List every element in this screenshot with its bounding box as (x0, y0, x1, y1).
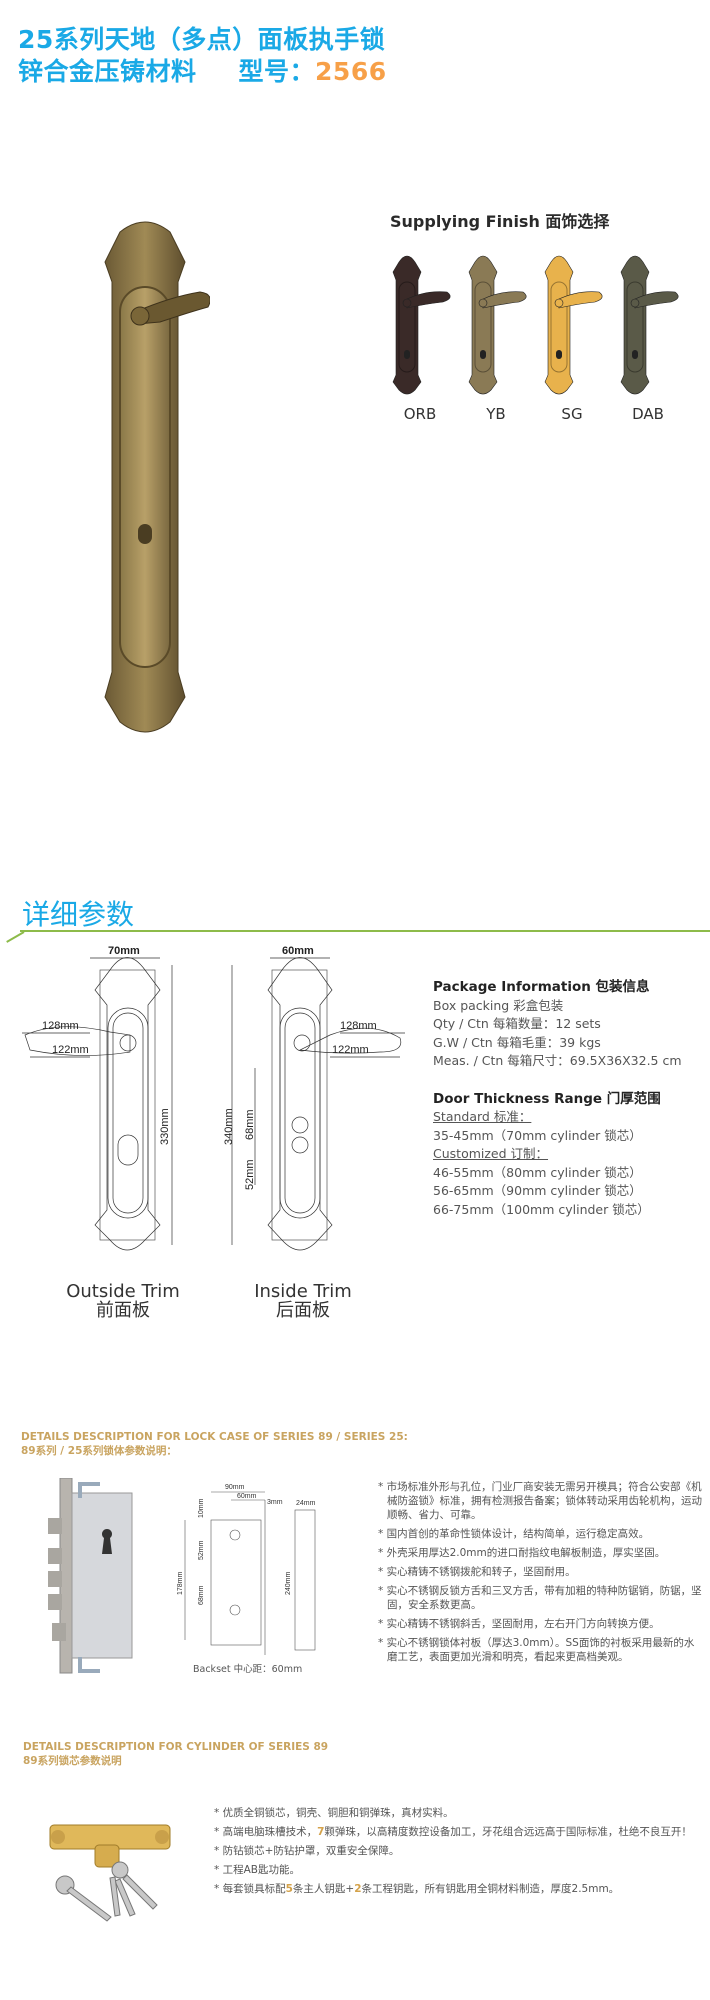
dim-68: 68mm (198, 1585, 205, 1605)
finish-code: SG (561, 405, 583, 423)
feature-item: * 实心不锈钢锁体衬板（厚达3.0mm）。SS面饰的衬板采用最新的水磨工艺，表面… (378, 1637, 695, 1663)
dim-24: 24mm (296, 1500, 316, 1507)
inside-sub1: 68mm (244, 1109, 256, 1140)
model-number: 2566 (315, 57, 387, 86)
dim-240: 240mm (285, 1571, 292, 1595)
door-title: Door Thickness Range 门厚范围 (433, 1090, 661, 1107)
owner-key-count: 5 (285, 1883, 293, 1895)
dim-60: 60mm (237, 1493, 257, 1500)
standard-range: 35-45mm（70mm cylinder 锁芯） (433, 1127, 642, 1143)
main-lock-image (104, 221, 210, 733)
material-label: 锌合金压铸材料 (18, 57, 197, 86)
inside-trim-label: Inside Trim 后面板 (238, 1282, 368, 1320)
lock-case-image (48, 1478, 133, 1674)
finish-code: DAB (632, 405, 664, 423)
cylinder-features: * 优质全铜锁芯，铜壳、铜胆和铜弹珠，真材实料。 * 高端电脑珠槽技术，7颗弹珠… (214, 1806, 704, 1901)
inside-trim-en: Inside Trim (254, 1281, 352, 1302)
feature-text: 颗弹珠，以高精度数控设备加工，牙花组合远远高于国际标准，杜绝不良互开！ (324, 1826, 692, 1838)
outside-lever2: 122mm (52, 1044, 89, 1056)
feature-item: * 实心精铸不锈钢斜舌，坚固耐用，左右开门方向转换方便。 (378, 1618, 660, 1630)
custom-range: 46-55mm（80mm cylinder 锁芯） (433, 1164, 642, 1180)
feature-text: 条主人钥匙+ (292, 1883, 355, 1895)
package-line: Qty / Ctn 每箱数量：12 sets (433, 1016, 601, 1031)
cylinder-heading-en: DETAILS DESCRIPTION FOR CYLINDER OF SERI… (23, 1741, 329, 1753)
dim-52: 52mm (198, 1540, 205, 1560)
dim-90: 90mm (225, 1484, 245, 1491)
lock-case-drawing: 90mm 60mm 3mm 10mm 52mm 68mm 178mm 24mm … (177, 1484, 316, 1655)
package-title: Package Information 包装信息 (433, 979, 650, 995)
feature-item: * 国内首创的革命性锁体设计，结构简单，运行稳定高效。 (378, 1528, 650, 1540)
package-line: Box packing 彩盒包装 (433, 997, 564, 1013)
package-info: Package Information 包装信息 Box packing 彩盒包… (433, 978, 682, 1219)
outside-height: 330mm (159, 1108, 171, 1145)
custom-label: Customized 订制： (433, 1146, 549, 1161)
feature-item: * 每套锁具标配5条主人钥匙+2条工程钥匙，所有钥匙用全铜材料制造，厚度2.5m… (214, 1883, 620, 1895)
lock-case-features: * 市场标准外形与孔位，门业厂商安装无需另开模具；符合公安部《机械防盗锁》标准，… (378, 1480, 703, 1669)
finish-code: YB (486, 405, 506, 423)
finish-lock-icon (468, 255, 527, 395)
cylinder-heading: DETAILS DESCRIPTION FOR CYLINDER OF SERI… (23, 1740, 328, 1768)
finish-option-sg: SG (537, 250, 607, 423)
model-label: 型号： (238, 57, 316, 86)
dim-178: 178mm (177, 1571, 184, 1595)
dim-3: 3mm (267, 1499, 283, 1506)
inside-height: 340mm (223, 1108, 235, 1145)
custom-range: 66-75mm（100mm cylinder 锁芯） (433, 1201, 650, 1217)
cylinder-heading-cn: 89系列锁芯参数说明 (23, 1755, 122, 1767)
package-line: Meas. / Ctn 每箱尺寸：69.5X36X32.5 cm (433, 1053, 682, 1068)
inside-lever2: 122mm (332, 1044, 369, 1056)
feature-text: 高端电脑珠槽技术， (222, 1826, 318, 1838)
inside-lever: 128mm (340, 1020, 377, 1032)
finish-code: ORB (403, 405, 437, 423)
finish-title: Supplying Finish 面饰选择 (390, 212, 610, 231)
dim-10: 10mm (198, 1498, 205, 1518)
trim-drawing: 70mm 128mm 122mm 330mm 60mm 128mm 122mm … (22, 945, 405, 1251)
feature-item: * 高端电脑珠槽技术，7颗弹珠，以高精度数控设备加工，牙花组合远远高于国际标准，… (214, 1826, 692, 1838)
finish-lock-icon (544, 255, 603, 395)
lock-case-heading-en: DETAILS DESCRIPTION FOR LOCK CASE OF SER… (21, 1431, 408, 1443)
divider (20, 930, 710, 932)
feature-item: * 实心精铸不锈钢拨舵和转子，坚固耐用。 (378, 1566, 576, 1578)
feature-item: * 防钻锁芯+防钻护罩，双重安全保障。 (214, 1845, 400, 1857)
finish-lock-icon (392, 255, 451, 395)
feature-item: * 优质全铜锁芯，铜壳、铜胆和铜弹珠，真材实料。 (214, 1807, 454, 1819)
backset-caption: Backset 中心距：60mm (193, 1664, 303, 1675)
finish-option-orb: ORB (385, 250, 455, 423)
standard-label: Standard 标准： (433, 1109, 532, 1124)
feature-text: 条工程钥匙，所有钥匙用全铜材料制造，厚度2.5mm。 (361, 1883, 620, 1895)
pin-count: 7 (317, 1826, 325, 1838)
feature-text: 每套锁具标配 (222, 1883, 286, 1895)
outside-width: 70mm (108, 945, 140, 957)
finish-option-yb: YB (461, 250, 531, 423)
outside-lever: 128mm (42, 1020, 79, 1032)
cylinder-image (49, 1824, 171, 1922)
finish-option-dab: DAB (613, 250, 683, 423)
package-line: G.W / Ctn 每箱毛重：39 kgs (433, 1034, 601, 1050)
feature-item: * 市场标准外形与孔位，门业厂商安装无需另开模具；符合公安部《机械防盗锁》标准，… (378, 1481, 702, 1521)
feature-item: * 工程AB匙功能。 (214, 1864, 300, 1876)
feature-item: * 外壳采用厚达2.0mm的进口耐指纹电解板制造，厚实坚固。 (378, 1547, 666, 1559)
inside-width: 60mm (282, 945, 314, 957)
inside-sub2: 52mm (244, 1159, 256, 1190)
custom-range: 56-65mm（90mm cylinder 锁芯） (433, 1183, 642, 1198)
section-title: 详细参数 (22, 898, 135, 931)
outside-trim-cn: 前面板 (96, 1300, 150, 1321)
work-key-count: 2 (354, 1883, 362, 1895)
lock-case-heading-cn: 89系列 / 25系列锁体参数说明： (21, 1445, 177, 1457)
finish-lock-icon (620, 255, 679, 395)
inside-trim-cn: 后面板 (276, 1300, 330, 1321)
product-subtitle: 锌合金压铸材料 型号：2566 (18, 52, 387, 88)
outside-trim-label: Outside Trim 前面板 (58, 1282, 188, 1320)
lock-case-heading: DETAILS DESCRIPTION FOR LOCK CASE OF SER… (21, 1430, 408, 1458)
product-title: 25系列天地（多点）面板执手锁 (18, 25, 386, 54)
feature-item: * 实心不锈钢反锁方舌和三叉方舌，带有加粗的特种防锯销，防锯，坚固，安全系数更高… (378, 1585, 702, 1611)
outside-trim-en: Outside Trim (66, 1281, 180, 1302)
